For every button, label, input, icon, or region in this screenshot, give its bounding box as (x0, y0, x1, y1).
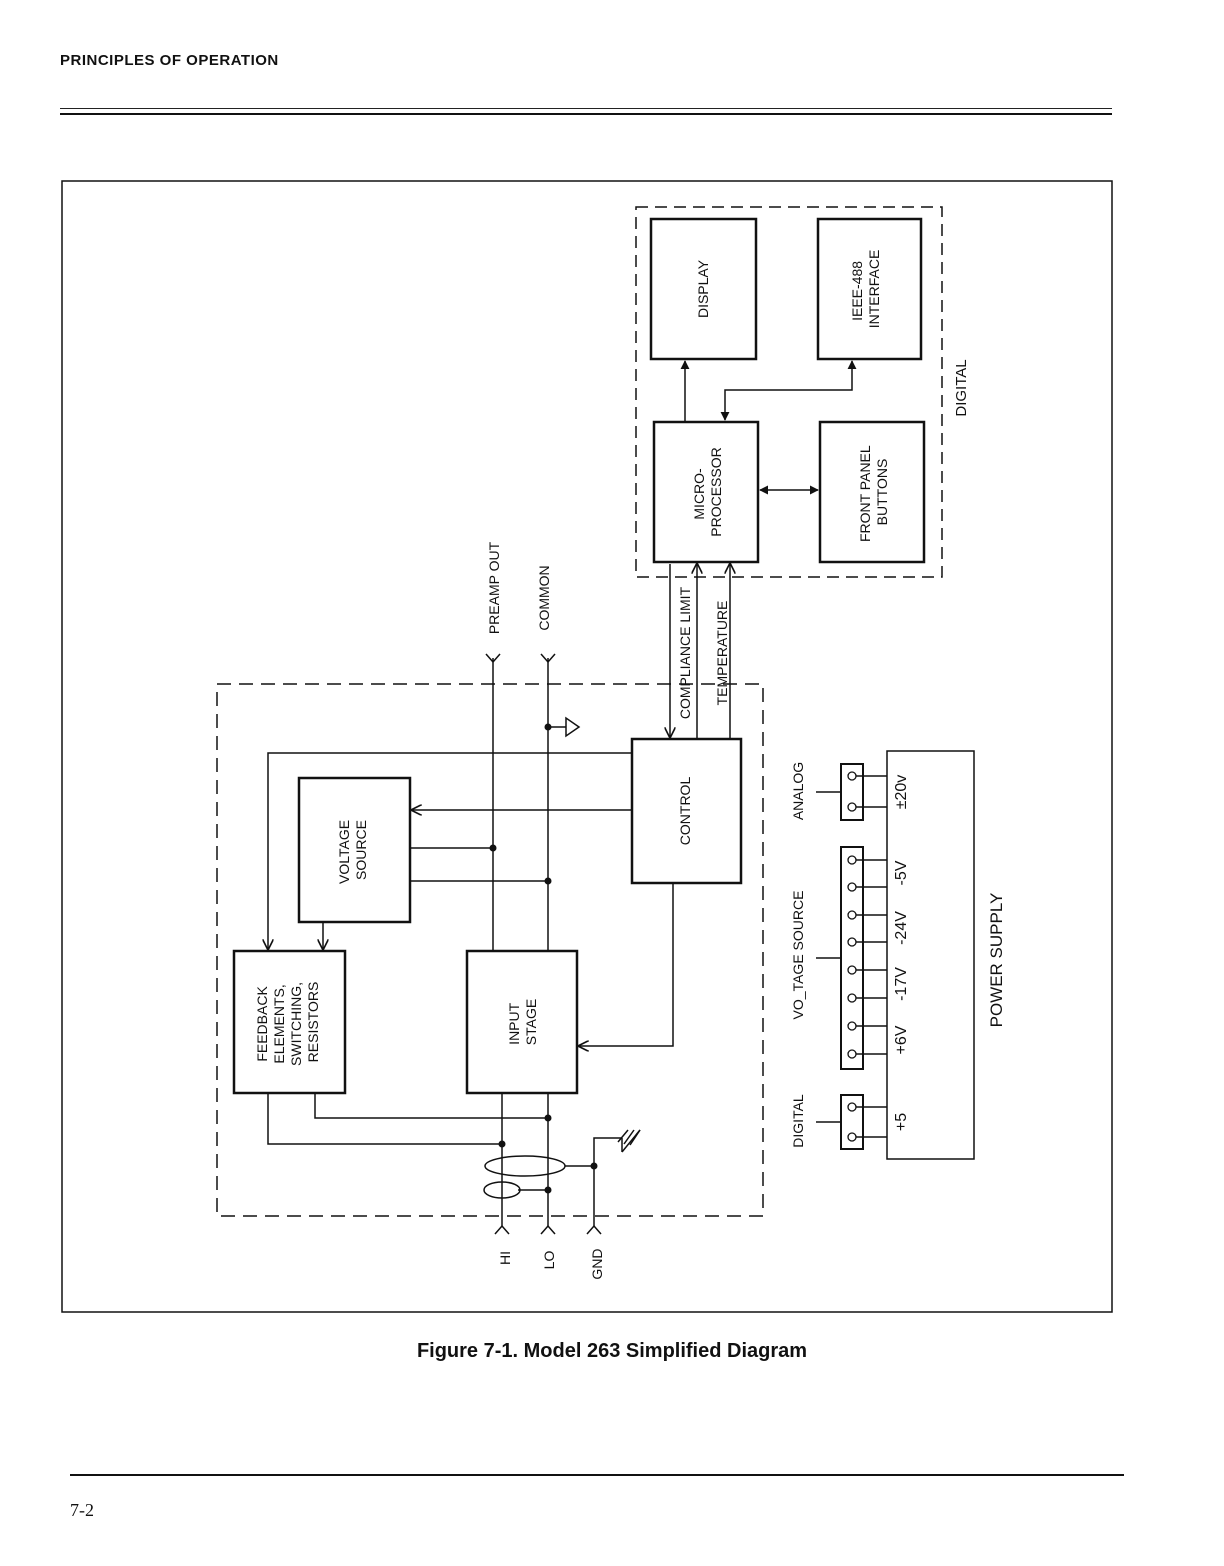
preamp-junction (489, 844, 497, 852)
gnd-line (593, 1137, 622, 1226)
lo-junction (544, 1114, 552, 1122)
hi-terminal-label: HI (497, 1251, 513, 1265)
digital-pin-2 (847, 1132, 857, 1142)
digital-connector (816, 1094, 887, 1150)
vsource-pin-4 (847, 937, 857, 947)
display-block (649, 217, 758, 361)
analog-pin-1 (847, 771, 857, 781)
figure-frame (61, 180, 1113, 1313)
gnd-terminal-label: GND (589, 1248, 605, 1279)
vsource-pin-1 (847, 855, 857, 865)
analog-pin-2 (847, 802, 857, 812)
analog-connector (816, 763, 887, 821)
feedback-to-lo-line (314, 1093, 548, 1119)
feedback-label: FEEDBACK ELEMENTS, SWITCHING, RESISTORS (254, 978, 321, 1066)
power-supply-label: POWER SUPPLY (987, 893, 1006, 1028)
vsource-pin-3 (847, 910, 857, 920)
control-to-input-stage-arrow (579, 883, 674, 1046)
rail-m17v-label: -17V (893, 967, 910, 1001)
digital-pin-1 (847, 1102, 857, 1112)
gnd-terminal-icon (586, 1224, 602, 1235)
analog-section-outline (216, 683, 764, 1217)
vsource-pin-8 (847, 1049, 857, 1059)
voltage-source-connector (816, 846, 887, 1070)
header-rule-thick (60, 113, 1112, 115)
rail-p6v-label: +6V (893, 1025, 910, 1054)
feedback-to-hi-line (267, 1093, 502, 1145)
voltage-source-block (297, 776, 412, 924)
digital-section-outline (635, 206, 943, 578)
rail-p5-label: +5 (893, 1113, 910, 1131)
hi-junction (498, 1140, 506, 1148)
chassis-ground-icon (617, 1129, 641, 1153)
analog-group-label: ANALOG (790, 762, 806, 820)
temperature-label: TEMPERATURE (714, 601, 730, 706)
digital-section-label: DIGITAL (953, 359, 970, 416)
rail-pm20v-label: ±20v (893, 775, 910, 810)
rail-m24v-label: -24V (893, 911, 910, 945)
header-rule-thin (60, 108, 1112, 109)
microprocessor-block (652, 420, 760, 564)
ieee-488-interface-block (816, 217, 923, 361)
digital-group-label: DIGITAL (790, 1094, 806, 1148)
vsource-pin-6 (847, 993, 857, 1003)
common-junction (544, 877, 552, 885)
voltage-source-group-label: VO_TAGE SOURCE (790, 891, 806, 1020)
micro-ieee-bus-arrow (720, 360, 857, 421)
compliance-limit-label: COMPLIANCE LIMIT (677, 586, 693, 719)
common-ground-junction (544, 723, 552, 731)
control-block (630, 737, 743, 885)
voltage-source-label: VOLTAGE SOURCE (336, 816, 369, 884)
gnd-junction (590, 1162, 598, 1170)
vsource-pin-2 (847, 882, 857, 892)
vsource-pin-5 (847, 965, 857, 975)
front-panel-label: FRONT PANEL BUTTONS (857, 442, 890, 542)
hi-shield-ellipse (484, 1155, 566, 1177)
hi-terminal-icon (494, 1224, 510, 1235)
lo-terminal-label: LO (541, 1251, 557, 1270)
feedback-elements-block (232, 949, 347, 1095)
lo-terminal-icon (540, 1224, 556, 1235)
analog-ground-icon (565, 716, 581, 738)
vsource-pin-7 (847, 1021, 857, 1031)
input-stage-block (465, 949, 579, 1095)
footer-rule (70, 1474, 1124, 1476)
microprocessor-label: MICRO- PROCESSOR (691, 447, 724, 536)
control-label: CONTROL (677, 777, 693, 846)
common-label: COMMON (536, 565, 552, 630)
shield-lo-junction (544, 1186, 552, 1194)
common-connector-icon (540, 653, 556, 664)
figure-caption: Figure 7-1. Model 263 Simplified Diagram (416, 1340, 808, 1362)
page-number: 7-2 (70, 1500, 94, 1520)
display-label: DISPLAY (695, 259, 711, 318)
power-supply-block (886, 750, 975, 1160)
ieee-488-label: IEEE-488 INTERFACE (849, 250, 882, 329)
control-to-feedback-arrow (268, 752, 632, 949)
preamp-out-label: PREAMP OUT (486, 541, 502, 634)
rail-m5v-label: -5V (893, 860, 910, 885)
input-stage-label: INPUT STAGE (506, 999, 539, 1045)
preamp-out-connector-icon (485, 653, 501, 664)
front-panel-buttons-block (818, 420, 926, 564)
page-section-header: PRINCIPLES OF OPERATION (60, 52, 279, 69)
